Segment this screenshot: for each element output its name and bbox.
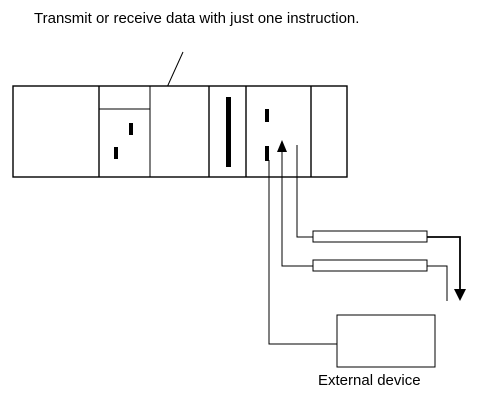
external-device-box (336, 314, 436, 368)
cpu-indicator-upper (129, 123, 133, 135)
external-device-cable (268, 160, 337, 345)
comm-indicator-upper (265, 109, 269, 122)
receive-arrow-icon (277, 140, 287, 152)
comm-indicator-lower (265, 146, 269, 161)
lower-cable (281, 152, 313, 267)
lower-connector-exit-line (427, 265, 448, 301)
cpu-indicator-lower (114, 147, 118, 159)
slot-indicator-bar (226, 97, 231, 167)
caption-text: Transmit or receive data with just one i… (34, 10, 360, 27)
lower-connector (312, 259, 428, 272)
transmit-arrow-icon (454, 289, 466, 301)
external-device-label: External device (318, 372, 421, 389)
upper-cable (296, 163, 313, 238)
plc-rack (12, 85, 348, 178)
upper-connector (312, 230, 428, 243)
upper-connector-exit-line (427, 236, 461, 289)
